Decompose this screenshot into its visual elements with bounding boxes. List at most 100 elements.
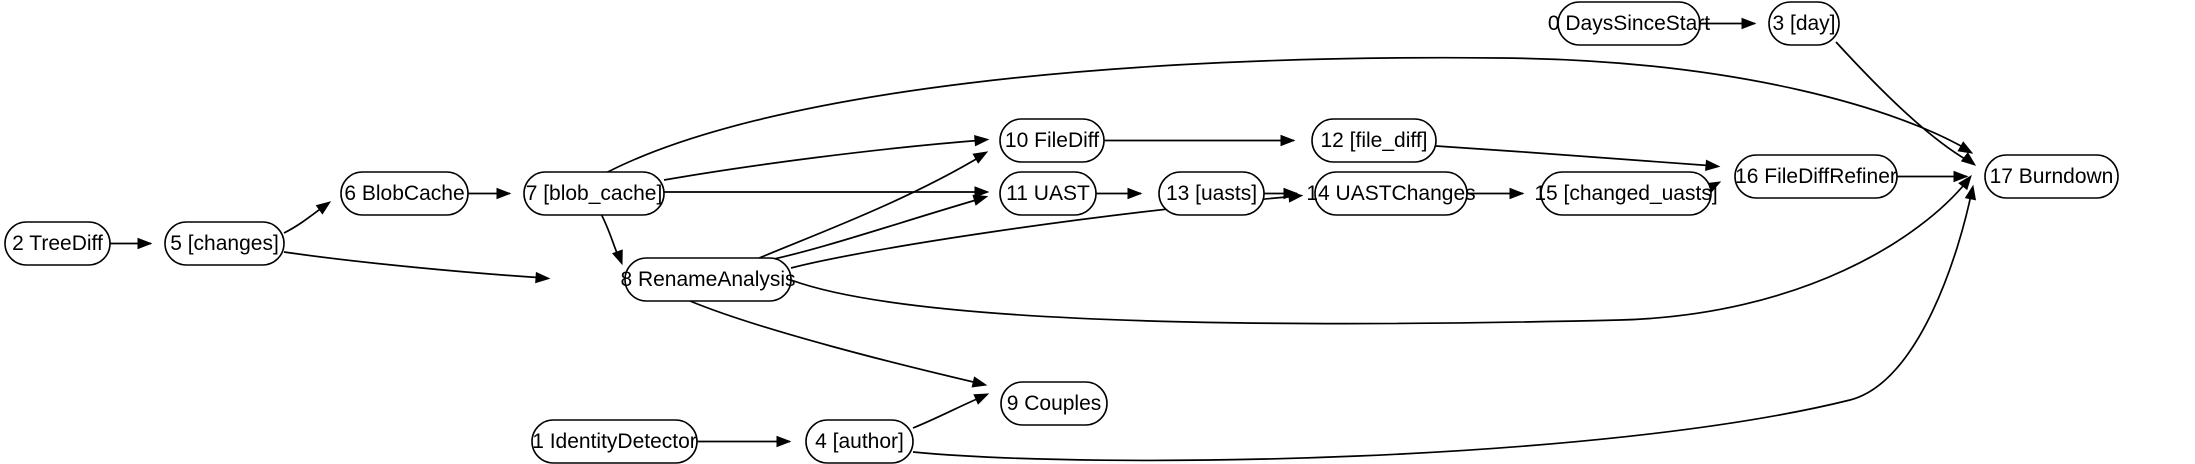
edge-n7-to-n10	[663, 134, 990, 181]
node-shape[interactable]	[1314, 171, 1468, 216]
node-shape[interactable]	[531, 419, 698, 464]
edge-line	[790, 179, 1969, 325]
edge-n6-to-n7	[468, 187, 512, 200]
graph-node-n9[interactable]: 9 Couples	[1000, 381, 1108, 426]
edge-line	[759, 197, 984, 263]
edge-n1-to-n4	[697, 435, 792, 448]
edge-line	[689, 300, 983, 385]
edge-arrowhead	[315, 201, 332, 215]
edge-arrowhead	[1960, 152, 1977, 166]
graph-node-n15[interactable]: 15 [changed_uasts]	[1534, 171, 1718, 216]
edge-n4-to-n17	[912, 184, 1977, 462]
edge-n0-to-n3	[1700, 17, 1757, 30]
graph-node-n14[interactable]: 14 UASTChanges	[1306, 171, 1476, 216]
node-label: 12 [file_diff]	[1320, 129, 1427, 152]
graph-node-n5[interactable]: 5 [changes]	[164, 221, 285, 266]
edge-n7-to-n17	[599, 56, 1974, 177]
node-shape[interactable]	[1000, 381, 1108, 426]
edge-line	[599, 56, 1969, 177]
node-shape[interactable]	[340, 171, 469, 216]
node-shape[interactable]	[4, 221, 111, 266]
edge-n8-to-n11	[759, 194, 989, 263]
edge-arrowhead	[974, 186, 990, 198]
edge-arrowhead	[1953, 170, 1969, 183]
edge-n14-to-n15	[1467, 187, 1525, 200]
edge-arrowhead	[612, 249, 623, 266]
edge-n13-to-n14	[1264, 187, 1299, 200]
graph-node-n11[interactable]: 11 UAST	[999, 171, 1097, 216]
edge-n10-to-n12	[1104, 134, 1296, 147]
edge-line	[912, 395, 985, 429]
edge-arrowhead	[1127, 187, 1143, 200]
node-shape[interactable]	[1311, 118, 1437, 163]
graph-node-n17[interactable]: 17 Burndown	[1984, 154, 2119, 199]
node-shape[interactable]	[999, 171, 1097, 216]
node-label: 2 TreeDiff	[12, 232, 103, 255]
edge-arrowhead	[972, 151, 989, 164]
graph-node-n16[interactable]: 16 FileDiffRefiner	[1734, 154, 1898, 199]
edge-arrowhead	[496, 187, 512, 200]
edge-line	[1435, 145, 1716, 167]
node-label: 11 UAST	[1006, 182, 1090, 205]
edge-arrowhead	[1957, 141, 1974, 154]
graph-node-n13[interactable]: 13 [uasts]	[1158, 171, 1265, 216]
edge-arrowhead	[1509, 187, 1525, 200]
graph-node-n2[interactable]: 2 TreeDiff	[4, 221, 111, 266]
node-label: 15 [changed_uasts]	[1534, 182, 1717, 205]
node-label: 17 Burndown	[1990, 165, 2114, 188]
edge-n8-to-n9	[689, 300, 988, 388]
node-shape[interactable]	[999, 118, 1105, 163]
node-shape[interactable]	[164, 221, 285, 266]
node-label: 14 UASTChanges	[1306, 182, 1475, 205]
node-shape[interactable]	[1734, 154, 1898, 199]
graph-node-n1[interactable]: 1 IdentityDetector	[531, 419, 698, 464]
graph-node-n10[interactable]: 10 FileDiff	[999, 118, 1105, 163]
node-label: 3 [day]	[1772, 12, 1835, 35]
edge-arrowhead	[1705, 159, 1721, 172]
node-shape[interactable]	[1768, 1, 1840, 46]
node-label: 13 [uasts]	[1166, 182, 1257, 205]
graph-node-n0[interactable]: 0 DaysSinceStart	[1548, 1, 1710, 46]
graph-node-n3[interactable]: 3 [day]	[1768, 1, 1840, 46]
edge-arrowhead	[535, 271, 551, 284]
edge-n2-to-n5	[110, 237, 153, 250]
edge-arrowhead	[1741, 17, 1757, 30]
node-label: 6 BlobCache	[344, 182, 464, 205]
node-shape[interactable]	[1557, 1, 1701, 46]
edge-n8-to-n10	[749, 151, 989, 263]
node-label: 4 [author]	[815, 430, 904, 453]
graph-node-n7[interactable]: 7 [blob_cache]	[523, 171, 665, 216]
node-shape[interactable]	[1158, 171, 1265, 216]
edge-n8-to-n17	[790, 174, 1972, 325]
node-layer: 0 DaysSinceStart 3 [day] 10 FileDiff 12 [fi…	[4, 1, 2119, 464]
edge-line	[663, 139, 985, 181]
edge-arrowhead	[1964, 184, 1977, 201]
node-shape[interactable]	[1984, 154, 2119, 199]
graph-node-n4[interactable]: 4 [author]	[805, 419, 914, 464]
node-label: 1 IdentityDetector	[532, 430, 697, 453]
graph-node-n6[interactable]: 6 BlobCache	[340, 171, 469, 216]
edge-n3-to-n17	[1835, 41, 1977, 166]
node-shape[interactable]	[624, 257, 792, 302]
edge-n12-to-n16	[1435, 145, 1721, 172]
node-label: 10 FileDiff	[1005, 129, 1099, 152]
edge-arrowhead	[971, 376, 988, 388]
edge-arrowhead	[1283, 187, 1299, 200]
edge-n5-to-n8	[283, 251, 551, 284]
node-label: 9 Couples	[1007, 392, 1102, 415]
node-shape[interactable]	[523, 171, 665, 216]
edge-line	[749, 154, 984, 263]
edge-n7-to-n11	[663, 186, 990, 198]
node-shape[interactable]	[805, 419, 914, 464]
edge-n7-to-n8	[599, 211, 623, 266]
node-label: 5 [changes]	[170, 232, 279, 255]
node-label: 0 DaysSinceStart	[1548, 12, 1710, 35]
edge-n4-to-n9	[912, 393, 990, 429]
graph-node-n12[interactable]: 12 [file_diff]	[1311, 118, 1437, 163]
edge-arrowhead	[972, 194, 989, 206]
graph-node-n8[interactable]: 8 RenameAnalysis	[620, 257, 796, 302]
edge-line	[283, 251, 546, 279]
node-shape[interactable]	[1540, 171, 1712, 216]
